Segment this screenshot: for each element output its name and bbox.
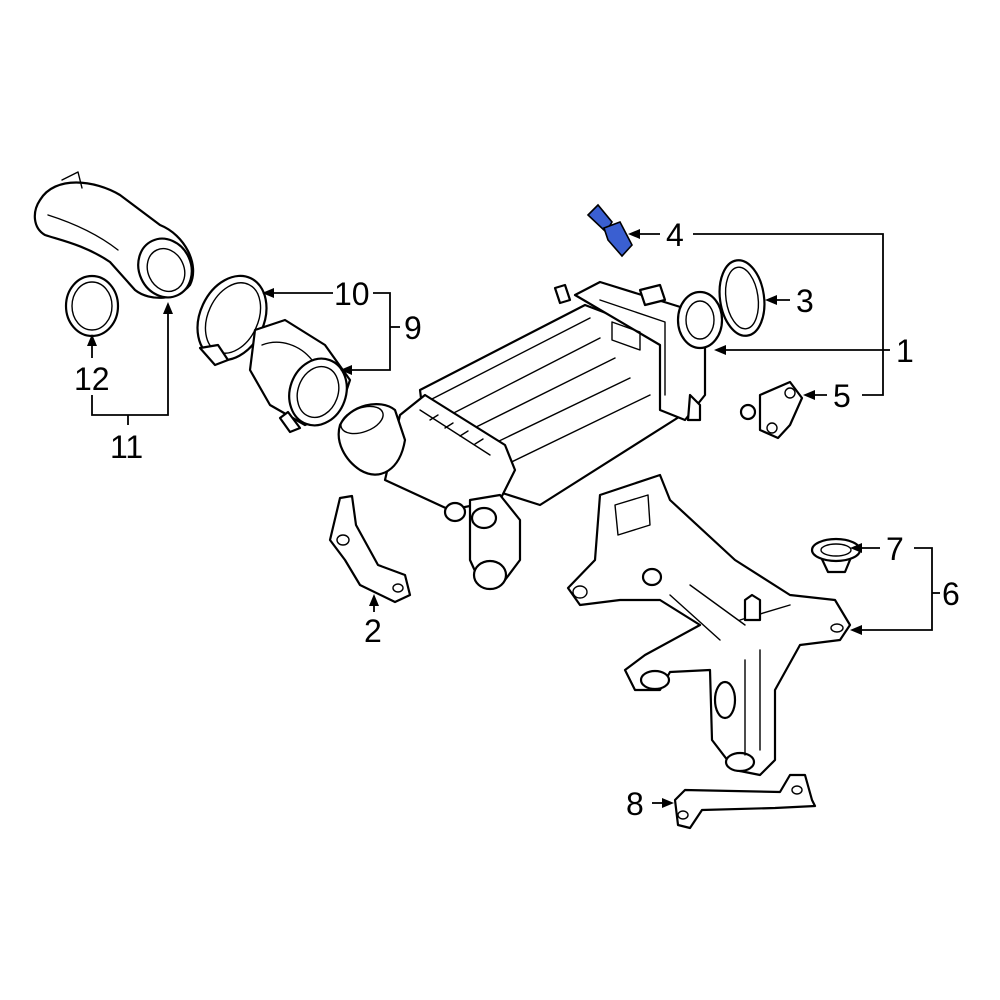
callout-1: 1 <box>896 333 914 369</box>
callout-4: 4 <box>666 217 684 253</box>
callout-8: 8 <box>626 786 644 822</box>
callout-12: 12 <box>74 361 110 397</box>
callout-labels: 1 2 3 4 5 6 7 8 9 10 11 12 <box>74 217 960 822</box>
callout-6: 6 <box>942 576 960 612</box>
pressure-sensor-part[interactable] <box>739 380 804 440</box>
sensor-part-highlighted[interactable] <box>586 203 633 258</box>
intercooler-part[interactable] <box>337 280 724 591</box>
callout-3: 3 <box>796 283 814 319</box>
callout-5: 5 <box>833 378 851 414</box>
o-ring-part-12[interactable] <box>64 274 120 338</box>
leader-arrowheads <box>87 229 862 808</box>
leader-lines <box>91 233 940 804</box>
callout-11: 11 <box>110 429 143 465</box>
callout-2: 2 <box>364 613 382 649</box>
o-ring-part-3[interactable] <box>715 257 769 338</box>
coupler-part[interactable] <box>248 318 356 434</box>
intake-hose-part[interactable] <box>33 171 201 306</box>
grommet-part[interactable] <box>810 537 862 574</box>
callout-10: 10 <box>334 276 370 312</box>
hose-clamp-part[interactable] <box>184 265 279 372</box>
mount-bracket-part[interactable] <box>566 473 852 777</box>
lower-bracket-part[interactable] <box>673 773 817 830</box>
bracket-part[interactable] <box>328 494 412 604</box>
callout-7: 7 <box>886 531 904 567</box>
callout-9: 9 <box>404 310 422 346</box>
